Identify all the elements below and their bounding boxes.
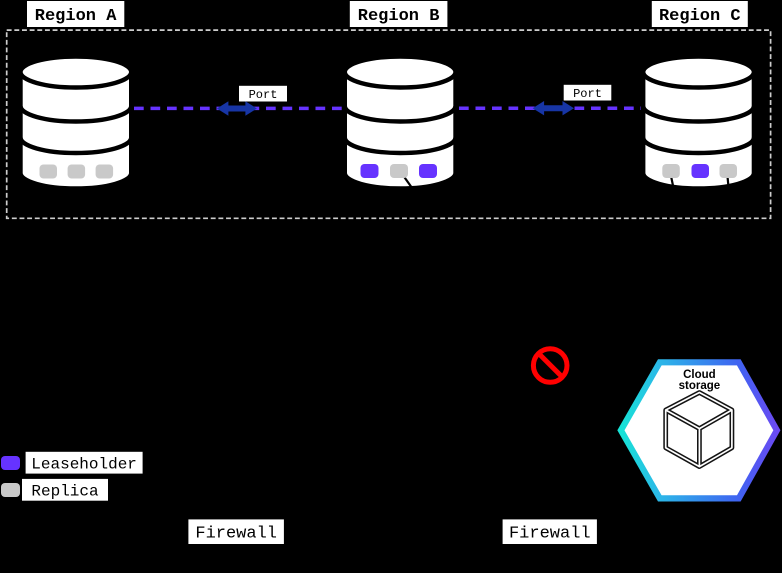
svg-text:Region C: Region C [659, 7, 741, 26]
svg-text:Cloud: Cloud [683, 369, 716, 381]
svg-text:Region A: Region A [35, 7, 117, 26]
svg-text:Firewall: Firewall [509, 525, 591, 544]
svg-text:Replica: Replica [31, 482, 99, 500]
svg-text:Firewall: Firewall [195, 525, 277, 544]
svg-text:Port: Port [573, 87, 602, 101]
svg-text:Port: Port [249, 88, 278, 102]
svg-text:Leaseholder: Leaseholder [31, 455, 137, 473]
svg-text:Region B: Region B [358, 7, 440, 26]
svg-text:storage: storage [679, 380, 721, 392]
